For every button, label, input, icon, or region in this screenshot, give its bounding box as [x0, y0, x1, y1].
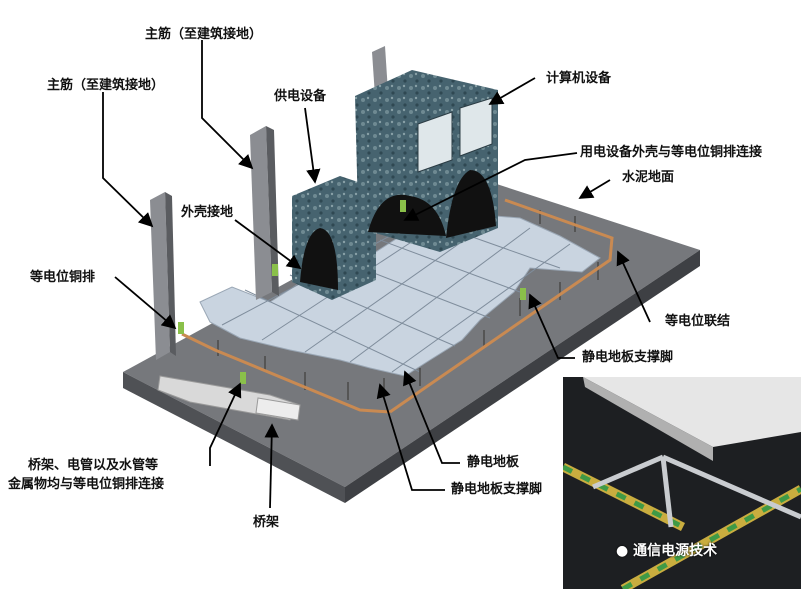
label-main-rebar-left: 主筋（至建筑接地） [47, 78, 165, 93]
label-shell-ground: 外壳接地 [181, 205, 234, 220]
watermark-text: 通信电源技术 [633, 543, 718, 559]
label-equipotential-copper-bar: 等电位铜排 [30, 270, 96, 285]
column-middle [250, 126, 279, 300]
label-floor-support-right: 静电地板支撑脚 [582, 350, 674, 365]
column-left [150, 192, 176, 360]
computer-equipment-cabinet [355, 70, 498, 252]
watermark: ● 通信电源技术 [616, 540, 717, 560]
label-cable-tray: 桥架 [253, 515, 280, 530]
power-equipment-cabinet [292, 176, 376, 300]
label-equipotential-bonding: 等电位联结 [665, 314, 731, 329]
label-main-rebar-top: 主筋（至建筑接地） [145, 27, 263, 42]
ground-clips [178, 200, 526, 384]
label-tray-connect-2: 金属物均与等电位铜排连接 [8, 477, 165, 492]
wechat-icon: ● [616, 543, 629, 559]
label-floor-support-bottom: 静电地板支撑脚 [451, 482, 543, 497]
inset-photo [563, 377, 801, 589]
label-computer-equipment: 计算机设备 [546, 71, 612, 86]
label-power-equipment: 供电设备 [274, 89, 327, 104]
leader-lines [102, 40, 651, 509]
label-cement-floor: 水泥地面 [622, 170, 675, 185]
label-tray-connect-1: 桥架、电管以及水管等 [28, 458, 159, 473]
label-casing-connect: 用电设备外壳与等电位铜排连接 [580, 145, 763, 160]
label-antistatic-floor: 静电地板 [467, 455, 520, 470]
